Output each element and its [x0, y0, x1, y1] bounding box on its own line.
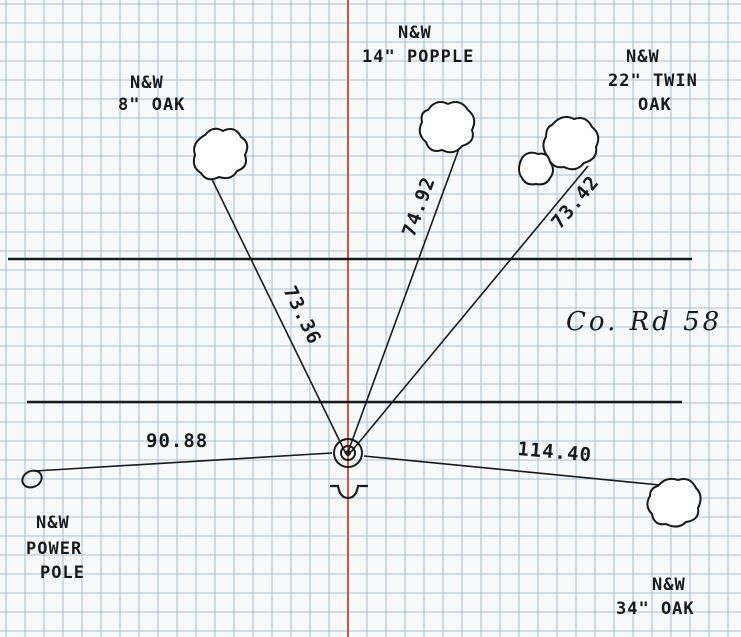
tree-14popple-icon [418, 101, 476, 154]
tree-22twinoak-icon [518, 116, 600, 186]
distance-8oak: 73.36 [279, 283, 326, 349]
tree-34oak-label-line2: 34" OAK [616, 599, 695, 619]
tie-line-8oak [204, 164, 347, 455]
distance-34oak: 114.40 [517, 438, 593, 466]
tree-34oak-label-line1: N&W [652, 575, 686, 595]
tree-8oak-icon [192, 127, 249, 181]
road-label: Co. Rd 58 [566, 307, 722, 337]
tree-8oak-label-line1: N&W [130, 73, 164, 93]
tree-14popple-label-line1: N&W [398, 23, 432, 43]
power-pole-label-line3: POLE [40, 563, 85, 583]
tree-8oak-label-line2: 8" OAK [118, 95, 185, 115]
power-pole-label-line1: N&W [36, 513, 70, 533]
benchmark-symbol [330, 484, 368, 500]
distance-14popple: 74.92 [398, 174, 440, 240]
tie-line-power-pole [34, 452, 333, 472]
tree-22twinoak-label-line1: N&W [626, 47, 660, 67]
tree-34oak-icon [646, 477, 702, 528]
center-monument [333, 438, 363, 468]
power-pole-label-line2: POWER [26, 539, 82, 559]
tie-line-34oak [363, 455, 661, 486]
tie-line-14popple [347, 134, 465, 453]
tie-line-22twinoak [350, 165, 589, 453]
power-pole-icon [21, 469, 43, 489]
distance-power-pole: 90.88 [146, 430, 208, 452]
tree-22twinoak-label-line3: OAK [638, 95, 672, 115]
tree-14popple-label-line2: 14" POPPLE [362, 47, 474, 67]
tree-22twinoak-label-line2: 22" TWIN [608, 71, 698, 91]
